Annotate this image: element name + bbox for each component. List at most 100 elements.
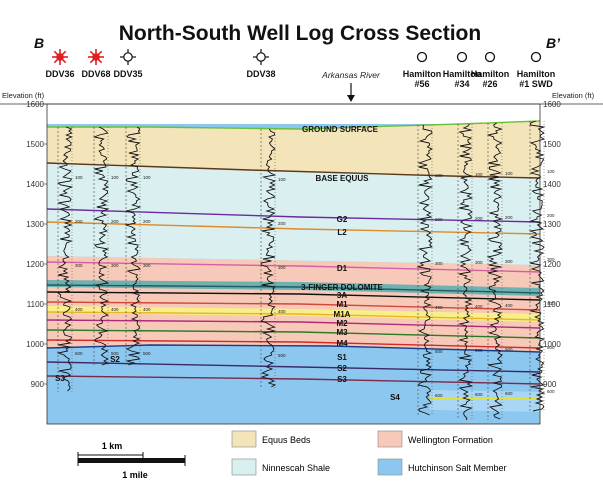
depth-tick-label: 300 — [278, 265, 286, 270]
depth-tick-label: 400 — [475, 304, 483, 309]
gamma-ray-curve — [486, 122, 504, 420]
gamma-ray-curve — [260, 128, 277, 388]
horizon-lines — [46, 120, 541, 400]
well-ddv36: DDV36 — [45, 49, 75, 79]
l2-label: L2 — [337, 228, 347, 237]
elevation-tick-left: 1100 — [27, 300, 45, 309]
elevation-tick-right: 1400 — [543, 180, 561, 189]
s3-left-label: S3 — [55, 374, 65, 383]
legend-item-ninnescah: Ninnescah Shale — [231, 458, 330, 476]
depth-tick-label: 200 — [75, 219, 83, 224]
well-h34: Hamilton#34 — [443, 51, 482, 89]
depth-tick-label: 500 — [278, 353, 286, 358]
depth-tick-label: 500 — [143, 351, 151, 356]
elevation-tick-left: 1600 — [26, 100, 44, 109]
scale-bar: 1 km 1 mile — [77, 441, 186, 480]
base-equus-line — [46, 162, 541, 179]
m1-label: M1 — [336, 300, 348, 309]
depth-tick-label: 300 — [111, 263, 119, 268]
gamma-ray-curve — [416, 124, 434, 416]
depth-tick-label: 100 — [547, 169, 555, 174]
elevation-tick-right: 1000 — [543, 340, 561, 349]
depth-tick-label: 300 — [505, 259, 513, 264]
depth-tick-label: 200 — [143, 219, 151, 224]
legend-label-equus: Equus Beds — [262, 435, 311, 445]
equus-layer — [47, 121, 540, 178]
depth-tick-label: 400 — [111, 307, 119, 312]
elevation-tick-left: 900 — [31, 380, 45, 389]
depth-tick-label: 300 — [547, 257, 555, 262]
d1-label: D1 — [337, 264, 348, 273]
well-h1swd: Hamilton#1 SWD — [517, 51, 556, 89]
gamma-ray-curve — [124, 126, 142, 366]
elevation-label-right: Elevation (ft) — [552, 91, 595, 100]
depth-tick-label: 500 — [75, 351, 83, 356]
legend-label-hutchinson: Hutchinson Salt Member — [408, 463, 507, 473]
open-circle-icon — [484, 51, 496, 63]
salt-lower-band-layer — [430, 390, 540, 412]
depth-tick-label: 600 — [435, 393, 443, 398]
legend-swatch-hutchinson — [377, 458, 403, 476]
open-circle-icon — [530, 51, 542, 63]
elevation-tick-left: 1400 — [26, 180, 44, 189]
ground-surface-line — [47, 120, 541, 130]
well-name-label: Hamilton#56 — [403, 69, 442, 89]
depth-tick-label: 400 — [505, 303, 513, 308]
elevation-tick-left: 1200 — [26, 260, 44, 269]
river-arrow-head — [347, 95, 355, 102]
base-equus-label: BASE EQUUS — [316, 174, 370, 183]
well-name-label: DDV35 — [113, 69, 142, 79]
well-name-label: Hamilton#1 SWD — [517, 69, 556, 89]
m1a-label: M1A — [334, 310, 351, 319]
three-finger-line — [46, 284, 541, 294]
gamma-ray-curve — [528, 120, 546, 412]
depth-tick-label: 400 — [278, 309, 286, 314]
well-h56: Hamilton#56 — [403, 51, 442, 89]
depth-tick-label: 400 — [143, 307, 151, 312]
scale-mile-label: 1 mile — [122, 470, 148, 480]
depth-tick-label: 100 — [505, 171, 513, 176]
depth-tick-label: 200 — [278, 221, 286, 226]
depth-tick-label: 200 — [435, 217, 443, 222]
depth-tick-label: 500 — [547, 345, 555, 350]
depth-tick-label: 100 — [75, 175, 83, 180]
well-ddv68: DDV68 — [81, 49, 111, 79]
elevation-tick-right: 1500 — [543, 140, 561, 149]
depth-tick-label: 100 — [143, 175, 151, 180]
elevation-tick-right: 1200 — [543, 260, 561, 269]
m3-line — [46, 329, 541, 339]
river-label: Arkansas River — [321, 70, 381, 80]
elevation-tick-right: 1300 — [543, 220, 561, 229]
legend-item-hutchinson: Hutchinson Salt Member — [377, 458, 507, 476]
ninnescah-layer — [47, 163, 540, 265]
legend-label-ninnescah: Ninnescah Shale — [262, 463, 330, 473]
depth-tick-label: 600 — [505, 391, 513, 396]
horizon-labels: GROUND SURFACE BASE EQUUS G2 L2 D1 3-FIN… — [55, 125, 400, 402]
m4-label: M4 — [336, 339, 348, 348]
depth-tick-label: 400 — [75, 307, 83, 312]
gamma-ray-curve — [92, 126, 110, 366]
s3-label: S3 — [337, 375, 347, 384]
well-name-label: DDV38 — [246, 69, 275, 79]
legend-item-wellington: Wellington Formation — [377, 430, 493, 448]
well-name-label: Hamilton#34 — [443, 69, 482, 89]
depth-tick-label: 500 — [435, 349, 443, 354]
elevation-tick-right: 900 — [543, 380, 557, 389]
elevation-tick-right: 1100 — [543, 300, 561, 309]
legend-item-equus: Equus Beds — [231, 430, 311, 448]
dry-hole-icon — [120, 49, 136, 65]
m4-line — [46, 339, 541, 349]
depth-tick-label: 200 — [505, 215, 513, 220]
s1-label: S1 — [337, 353, 347, 362]
red-star-icon — [88, 49, 104, 65]
figure-title: North-South Well Log Cross Section — [119, 22, 481, 45]
depth-tick-label: 400 — [435, 305, 443, 310]
s1-line — [46, 344, 541, 353]
